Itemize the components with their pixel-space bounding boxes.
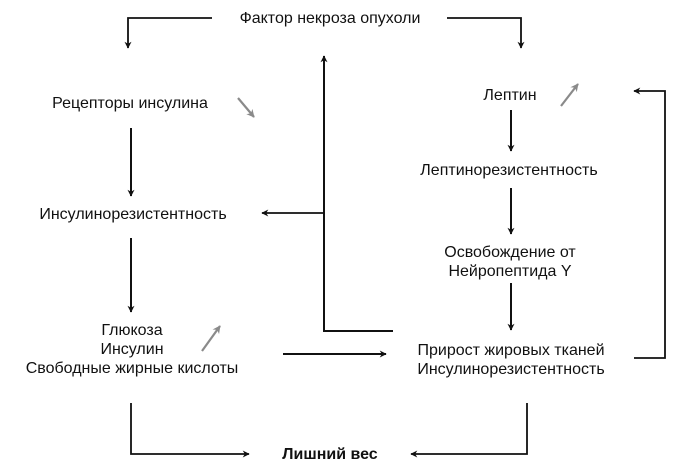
fat-growth-line-2: Инсулинорезистентность: [417, 361, 605, 378]
excess-weight-label: Лишний вес: [282, 446, 378, 463]
fat-growth-to-tnf-arrow: [320, 55, 393, 332]
metabolites-label: Глюкоза Инсулин Свободные жирные кислоты: [26, 321, 239, 378]
leptin-increase-icon: [560, 83, 579, 107]
tnf-to-leptin-arrow: [447, 17, 525, 49]
tnf-label: Фактор некроза опухоли: [239, 10, 421, 27]
tnf-to-insulin-receptors-arrow: [124, 17, 212, 49]
leptin-label: Лептин: [483, 87, 537, 104]
insulin-receptors-label: Рецепторы инсулина: [52, 95, 208, 112]
leptin-resistance-label: Лептинорезистентность: [420, 162, 598, 179]
metabolites-free-fatty-acids: Свободные жирные кислоты: [25, 360, 239, 377]
fat-growth-to-excess-weight-arrow: [410, 403, 528, 458]
fat-growth-to-leptin-arrow: [633, 87, 666, 359]
insulin-resistance-label: Инсулинорезистентность: [39, 206, 227, 223]
fat-growth-label: Прирост жировых тканей Инсулинорезистент…: [417, 341, 604, 379]
metabolites-glucose: Глюкоза: [101, 322, 163, 339]
insulin-receptors-decrease-icon: [237, 97, 255, 118]
fat-growth-line-1: Прирост жировых тканей: [417, 342, 605, 359]
metabolites-increase-icon: [201, 325, 221, 352]
npy-release-label: Освобождение от Нейропептида Y: [444, 243, 575, 281]
metabolites-to-excess-weight-arrow: [130, 403, 250, 458]
npy-release-line-1: Освобождение от: [444, 244, 576, 261]
metabolites-insulin: Инсулин: [100, 341, 164, 358]
npy-release-line-2: Нейропептида Y: [448, 263, 572, 280]
